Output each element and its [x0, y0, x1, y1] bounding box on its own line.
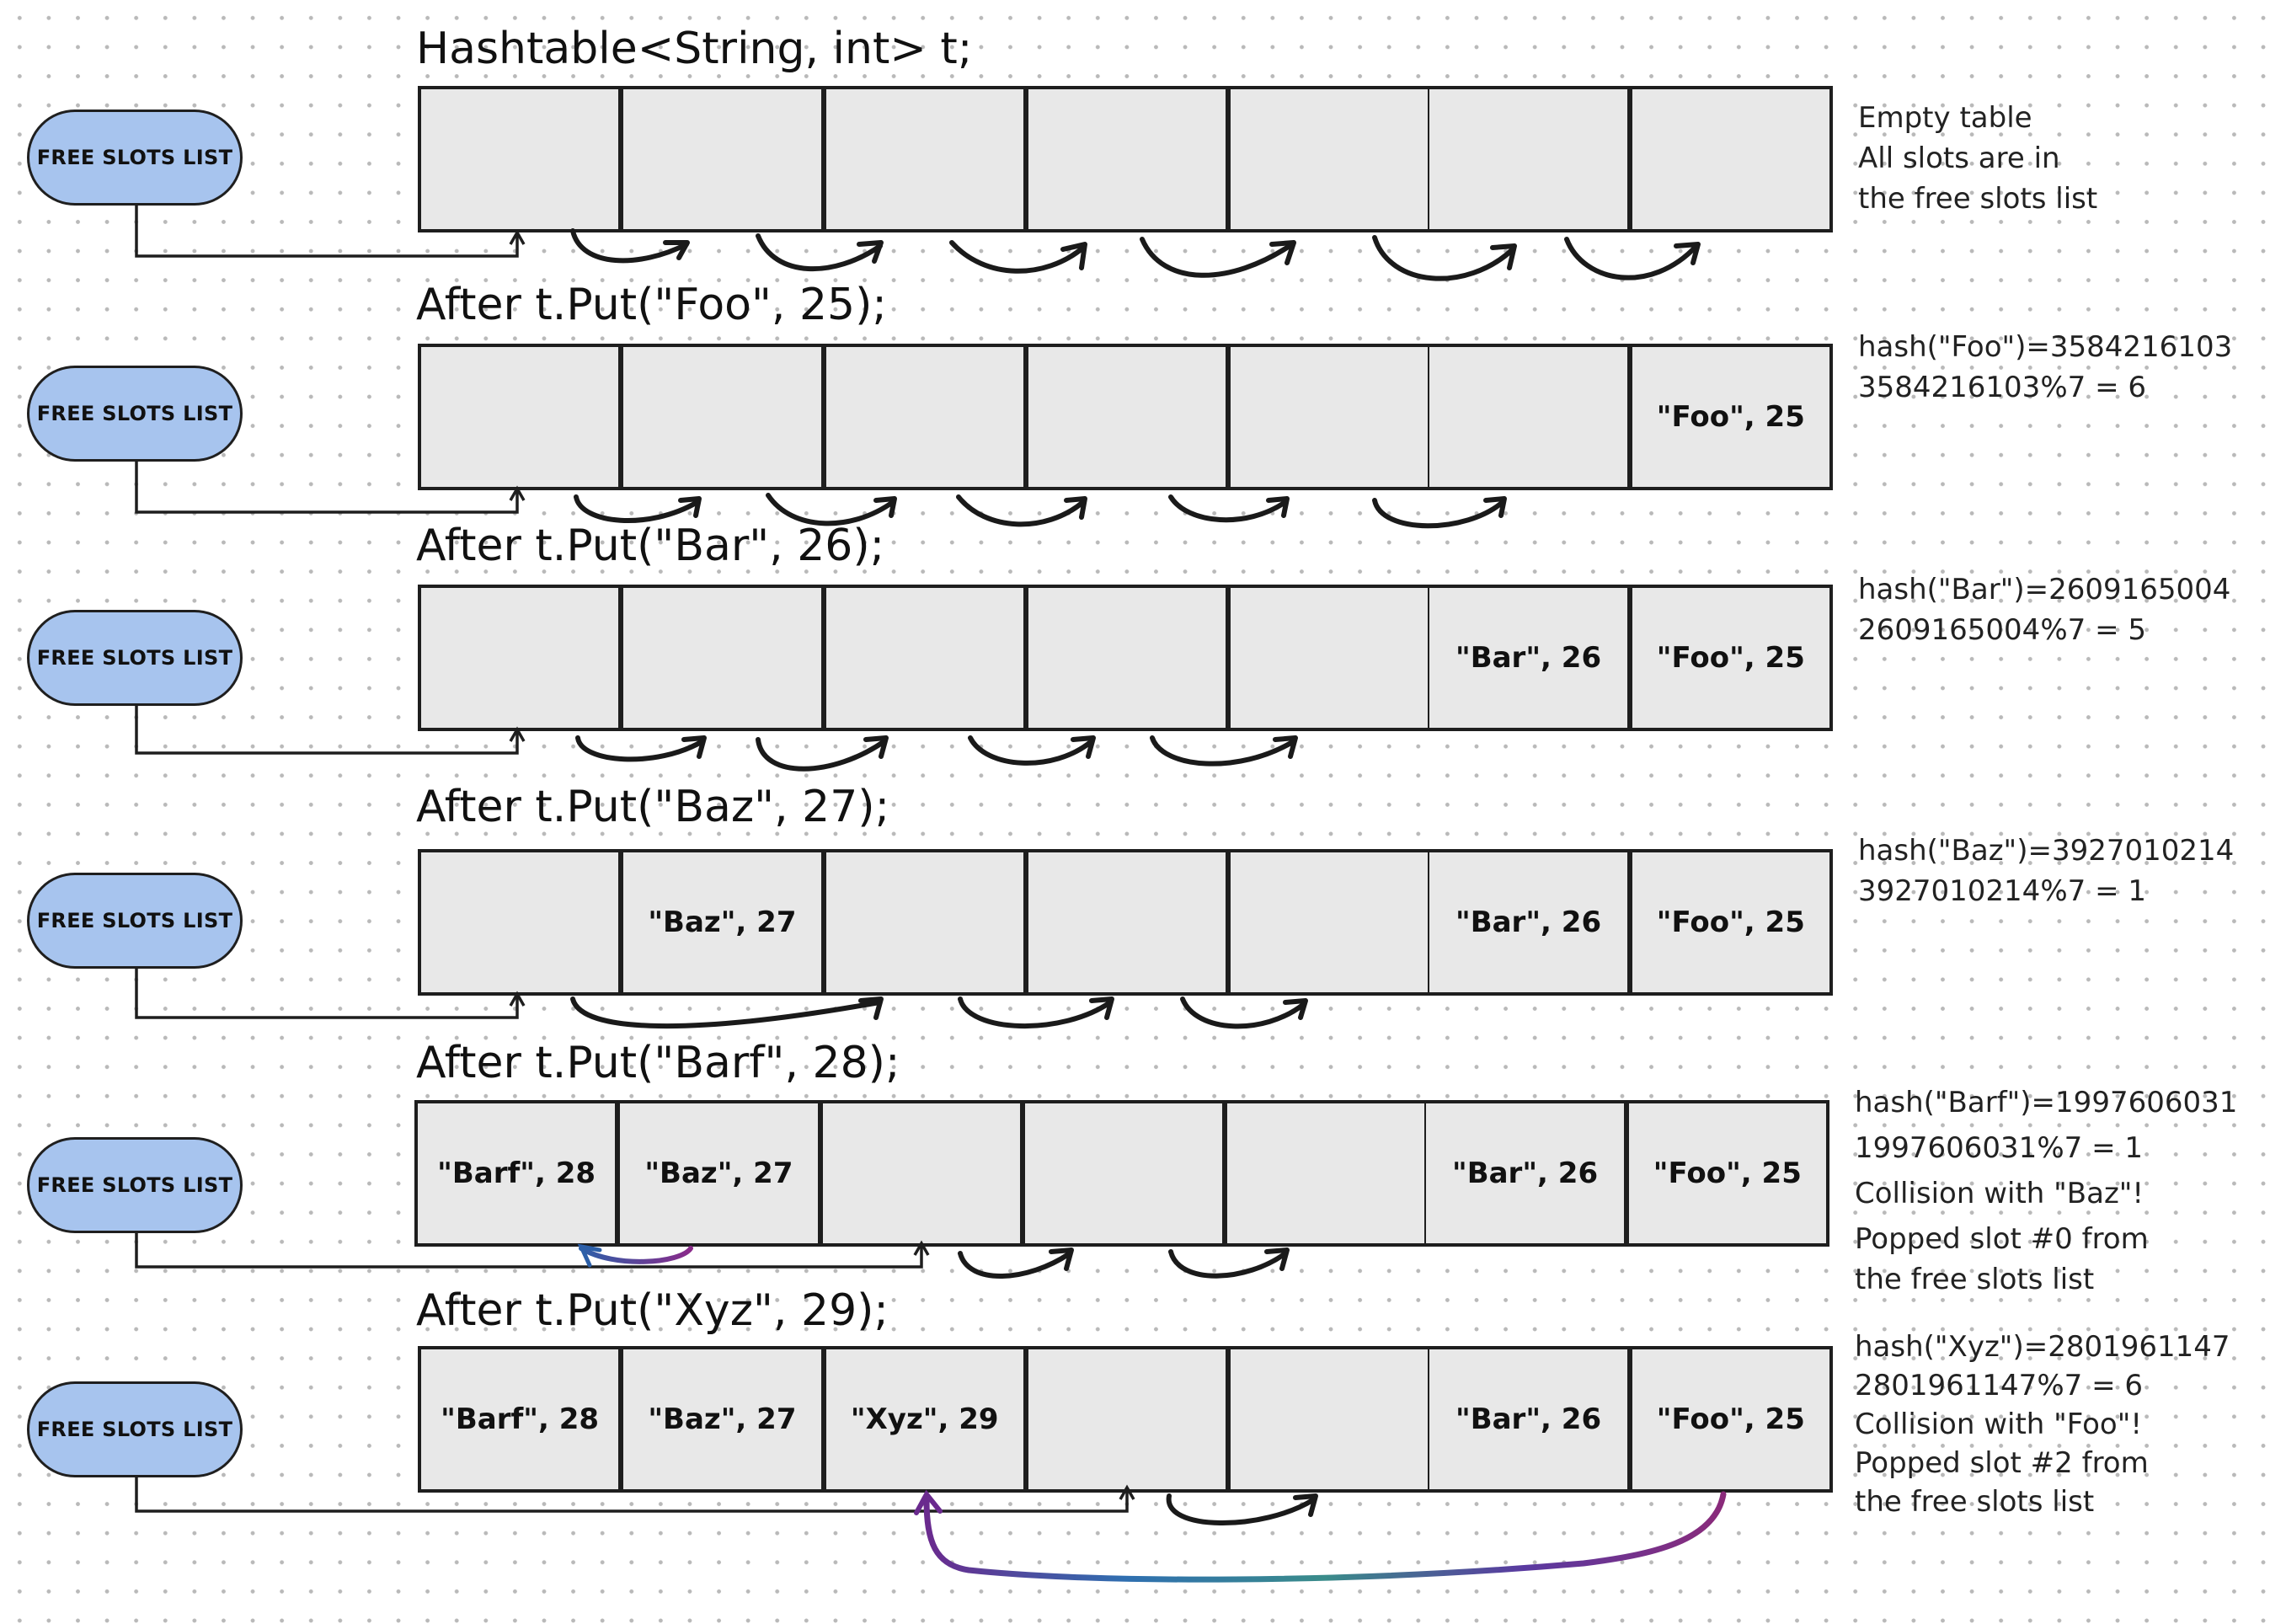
slot-6: "Foo", 25: [1628, 1103, 1826, 1243]
hashtable-slots: [418, 86, 1833, 232]
slot-6: "Foo", 25: [1632, 588, 1829, 728]
row-notes: hash("Bar")=2609165004 2609165004%7 = 5: [1858, 569, 2230, 650]
slot-6: "Foo", 25: [1632, 1349, 1829, 1489]
row-1: After t.Put("Foo", 25); FREE SLOTS LIST …: [0, 280, 2286, 539]
slot-0: [421, 852, 624, 992]
note-line: Empty table: [1858, 101, 2032, 135]
row-0: Hashtable<String, int> t; FREE SLOTS LIS…: [0, 24, 2286, 283]
slot-4: [1227, 344, 1432, 490]
slot-6: "Foo", 25: [1632, 852, 1829, 992]
row-notes: hash("Barf")=1997606031 1997606031%7 = 1…: [1855, 1080, 2237, 1302]
hashtable-slots: "Barf", 28 "Baz", 27 "Bar", 26 "Foo", 25: [414, 1100, 1829, 1247]
note-line: 1997606031%7 = 1: [1855, 1131, 2143, 1165]
slot-5: [1429, 89, 1632, 229]
slot-5: "Bar", 26: [1429, 852, 1632, 992]
slot-1: "Baz", 27: [623, 852, 826, 992]
slot-1: [623, 588, 826, 728]
slot-2: [825, 588, 1028, 728]
slot-3: [1024, 1103, 1228, 1243]
free-slots-list-pill: FREE SLOTS LIST: [27, 1381, 243, 1477]
note-line: 2801961147%7 = 6: [1855, 1369, 2143, 1402]
note-line: hash("Foo")=3584216103: [1858, 330, 2233, 364]
slot-6: "Foo", 25: [1632, 347, 1829, 487]
row-notes: hash("Foo")=3584216103 3584216103%7 = 6: [1858, 327, 2232, 408]
slot-2: [825, 852, 1028, 992]
slot-5: [1429, 347, 1632, 487]
slot-6: [1632, 89, 1829, 229]
slot-0: "Barf", 28: [418, 1103, 621, 1243]
slot-0: "Barf", 28: [421, 1349, 624, 1489]
slot-5: "Bar", 26: [1429, 588, 1632, 728]
hashtable-slots: "Baz", 27 "Bar", 26 "Foo", 25: [418, 849, 1833, 996]
free-slots-list-pill: FREE SLOTS LIST: [27, 873, 243, 969]
slot-2: "Xyz", 29: [825, 1349, 1028, 1489]
row-title: After t.Put("Barf", 28);: [416, 1038, 900, 1088]
row-4: After t.Put("Barf", 28); FREE SLOTS LIST…: [0, 1038, 2286, 1297]
row-3: After t.Put("Baz", 27); FREE SLOTS LIST …: [0, 782, 2286, 1041]
free-slots-list-pill: FREE SLOTS LIST: [27, 1137, 243, 1233]
slot-1: "Baz", 27: [620, 1103, 823, 1243]
note-line: 3927010214%7 = 1: [1858, 874, 2146, 908]
row-notes: hash("Xyz")=2801961147 2801961147%7 = 6 …: [1855, 1328, 2230, 1521]
note-line: the free slots list: [1858, 182, 2098, 216]
hashtable-slots: "Barf", 28 "Baz", 27 "Xyz", 29 "Bar", 26…: [418, 1346, 1833, 1493]
slot-5: "Bar", 26: [1429, 1349, 1632, 1489]
slot-0: [421, 89, 624, 229]
row-notes: hash("Baz")=3927010214 3927010214%7 = 1: [1858, 831, 2234, 911]
free-slots-list-pill: FREE SLOTS LIST: [27, 366, 243, 462]
slot-2: [822, 1103, 1025, 1243]
note-line: Popped slot #2 from: [1855, 1446, 2149, 1480]
row-title: After t.Put("Bar", 26);: [416, 521, 885, 571]
note-line: the free slots list: [1855, 1263, 2095, 1296]
slot-1: [623, 347, 826, 487]
row-title: After t.Put("Xyz", 29);: [416, 1285, 889, 1336]
slot-3: [1028, 89, 1231, 229]
note-line: hash("Bar")=2609165004: [1858, 573, 2231, 606]
row-2: After t.Put("Bar", 26); FREE SLOTS LIST …: [0, 521, 2286, 780]
free-slots-list-pill: FREE SLOTS LIST: [27, 110, 243, 206]
row-title: Hashtable<String, int> t;: [416, 24, 973, 74]
note-line: Collision with "Foo"!: [1855, 1408, 2142, 1441]
slot-1: "Baz", 27: [623, 1349, 826, 1489]
slot-3: [1028, 588, 1231, 728]
slot-3: [1028, 347, 1231, 487]
note-line: Collision with "Baz"!: [1855, 1177, 2144, 1210]
slot-2: [825, 347, 1028, 487]
note-line: hash("Barf")=1997606031: [1855, 1086, 2238, 1119]
slot-4: [1227, 585, 1432, 731]
slot-4: [1227, 86, 1432, 232]
slot-3: [1028, 1349, 1231, 1489]
slot-4: [1227, 849, 1432, 996]
note-line: Popped slot #0 from: [1855, 1222, 2149, 1256]
row-notes: Empty table All slots are in the free sl…: [1858, 98, 2097, 219]
slot-1: [623, 89, 826, 229]
hashtable-slots: "Bar", 26 "Foo", 25: [418, 585, 1833, 731]
row-title: After t.Put("Baz", 27);: [416, 782, 890, 832]
note-line: hash("Baz")=3927010214: [1858, 834, 2235, 868]
slot-3: [1028, 852, 1231, 992]
note-line: the free slots list: [1855, 1485, 2095, 1519]
slot-5: "Bar", 26: [1426, 1103, 1629, 1243]
note-line: hash("Xyz")=2801961147: [1855, 1330, 2230, 1364]
hashtable-slots: "Foo", 25: [418, 344, 1833, 490]
free-slots-list-pill: FREE SLOTS LIST: [27, 610, 243, 706]
note-line: All slots are in: [1858, 142, 2060, 175]
row-title: After t.Put("Foo", 25);: [416, 280, 887, 330]
slot-0: [421, 588, 624, 728]
slot-2: [825, 89, 1028, 229]
slot-4: [1224, 1100, 1429, 1247]
slot-0: [421, 347, 624, 487]
row-5: After t.Put("Xyz", 29); FREE SLOTS LIST …: [0, 1285, 2286, 1545]
slot-4: [1227, 1346, 1432, 1493]
note-line: 2609165004%7 = 5: [1858, 613, 2146, 647]
note-line: 3584216103%7 = 6: [1858, 371, 2146, 404]
